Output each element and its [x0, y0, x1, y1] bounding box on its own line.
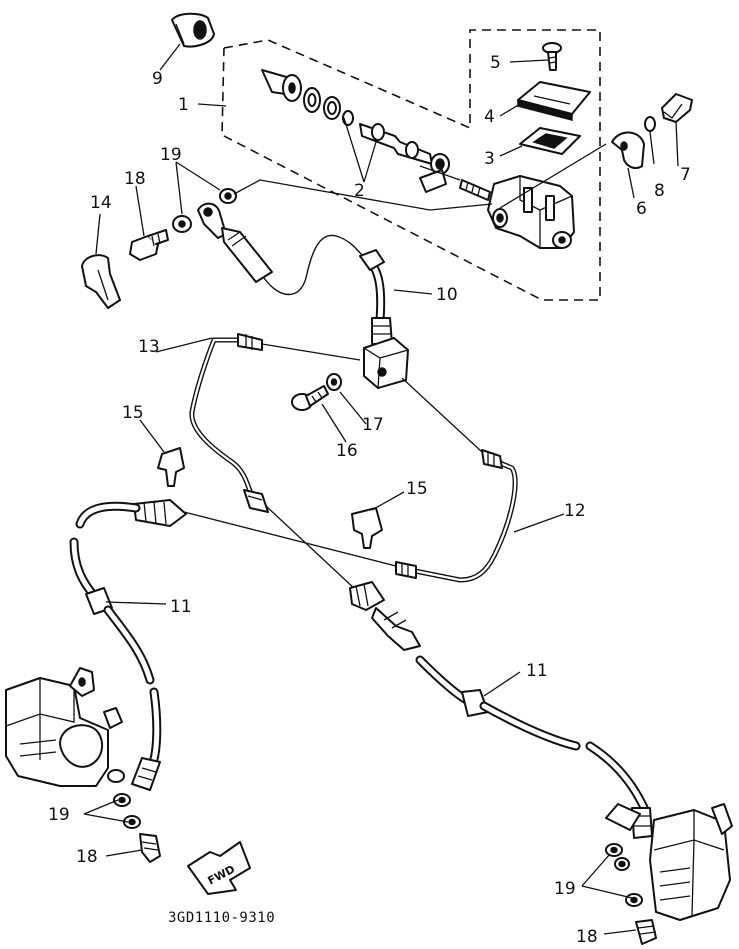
junction-block [363, 337, 409, 389]
label-19-left: 19 [48, 805, 70, 825]
copper-washer-part-right-b [614, 857, 630, 871]
label-8: 8 [654, 181, 665, 201]
copper-washer-part-right-c [625, 893, 643, 907]
copper-washer-part-left-b [123, 815, 141, 829]
label-16: 16 [336, 441, 358, 461]
union-bolt-part-upper [129, 229, 169, 261]
copper-washer-part-upper-b [219, 188, 237, 204]
left-caliper [5, 667, 125, 787]
label-17: 17 [362, 415, 384, 435]
boot-part [171, 12, 215, 48]
label-12: 12 [564, 501, 586, 521]
master-cylinder-body [487, 175, 575, 249]
fwd-arrow-icon: FWD [187, 841, 251, 895]
label-15-right: 15 [406, 479, 428, 499]
label-19-right: 19 [554, 879, 576, 899]
drawing-code: 3GD1110-9310 [168, 910, 275, 926]
copper-washer-part-upper-a [172, 215, 192, 233]
label-5: 5 [490, 53, 501, 73]
push-rod-part [459, 179, 491, 201]
bleed-screw-cap-part [81, 254, 121, 309]
label-15-left: 15 [122, 403, 144, 423]
label-18-upper: 18 [124, 169, 146, 189]
label-13: 13 [138, 337, 160, 357]
clip-part-right [351, 507, 383, 549]
label-10: 10 [436, 285, 458, 305]
brake-pipe-13 [189, 333, 269, 513]
label-11-right: 11 [526, 661, 548, 681]
brake-hose-11-right [349, 581, 653, 839]
copper-washer-part-left [113, 793, 131, 807]
bolt-part-7 [661, 93, 693, 123]
label-4: 4 [484, 107, 495, 127]
reservoir-cap-part [517, 81, 591, 121]
label-2: 2 [354, 181, 365, 201]
brake-pipe-12 [395, 449, 518, 583]
clip-part-left [157, 447, 185, 487]
label-6: 6 [636, 199, 647, 219]
cap-screw-part [542, 42, 562, 71]
washer-part-8 [644, 116, 656, 132]
copper-washer-part-right-a [605, 843, 623, 857]
master-cylinder-kit-outline [221, 29, 601, 301]
piston-assembly-part [359, 123, 450, 193]
union-bolt-part-left [139, 833, 161, 863]
label-1: 1 [178, 95, 189, 115]
assembly-leader-lines [183, 143, 607, 591]
label-3: 3 [484, 149, 495, 169]
brake-hose-10 [197, 202, 393, 345]
label-19-upper: 19 [160, 145, 182, 165]
label-18-left: 18 [76, 847, 98, 867]
label-11-left: 11 [170, 597, 192, 617]
washer-part-17 [326, 373, 342, 391]
bolt-part-16 [291, 385, 329, 411]
label-9: 9 [152, 69, 163, 89]
holder-part [611, 131, 645, 169]
piston-cup-set [261, 69, 354, 126]
right-caliper [605, 803, 733, 921]
label-leaders [83, 43, 679, 935]
label-18-right: 18 [576, 927, 598, 947]
diaphragm-part [519, 127, 581, 155]
label-14: 14 [90, 193, 112, 213]
label-7: 7 [680, 165, 691, 185]
part-labels: 9 1 5 4 3 2 6 7 8 19 18 14 10 13 15 15 1… [48, 53, 691, 947]
union-bolt-part-right [635, 919, 657, 945]
brake-hose-11-left [69, 499, 187, 791]
